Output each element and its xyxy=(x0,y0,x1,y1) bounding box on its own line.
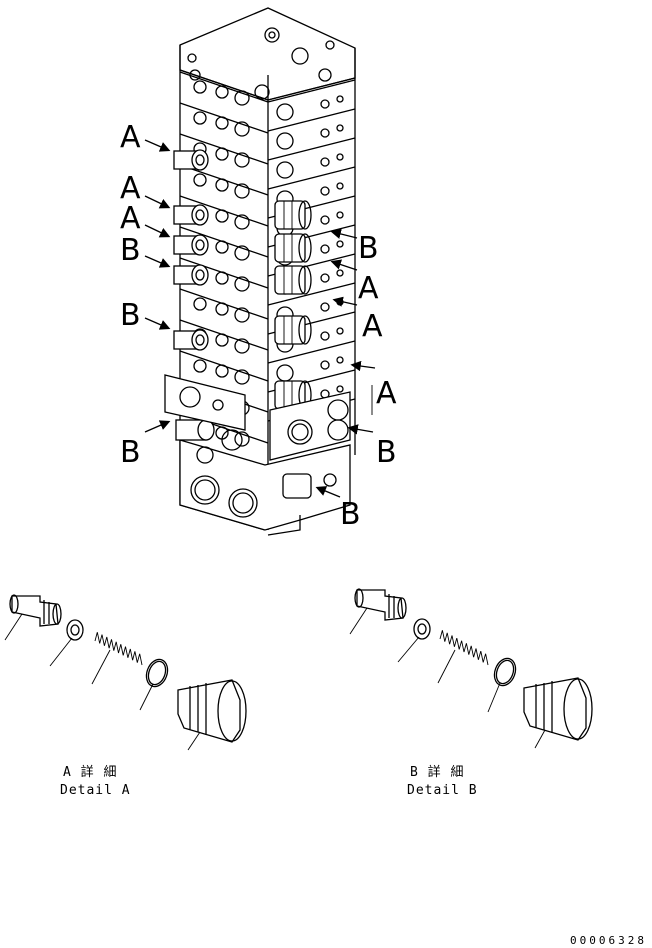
callout-a-3: A xyxy=(120,201,141,236)
detail-a-caption-en: Detail A xyxy=(60,783,131,798)
callout-right-b-1: B xyxy=(358,231,379,266)
detail-a-caption-jp: A 詳 細 xyxy=(63,764,117,780)
callout-right-a-2: A xyxy=(362,309,383,344)
callout-arrows xyxy=(144,139,376,498)
callout-b-2: B xyxy=(120,298,141,333)
callout-a-2: A xyxy=(120,171,141,206)
detail-a-parts xyxy=(4,594,247,751)
callout-b-3: B xyxy=(120,435,141,470)
callout-right-b-2: B xyxy=(376,435,397,470)
drawing-code: 00006328 xyxy=(570,934,647,947)
callout-right-b-3: B xyxy=(340,497,361,532)
detail-b-parts xyxy=(349,588,593,749)
callout-right-a-3: A xyxy=(376,376,397,411)
callout-b-1: B xyxy=(120,233,141,268)
control-valve-stack xyxy=(164,7,356,536)
callout-a-1: A xyxy=(120,120,141,155)
callout-letters: A A A B B B B A A A B B xyxy=(120,120,397,532)
detail-b-caption-jp: B 詳 細 xyxy=(410,764,464,780)
detail-b-caption-en: Detail B xyxy=(407,783,478,798)
callout-right-a-1: A xyxy=(358,271,379,306)
